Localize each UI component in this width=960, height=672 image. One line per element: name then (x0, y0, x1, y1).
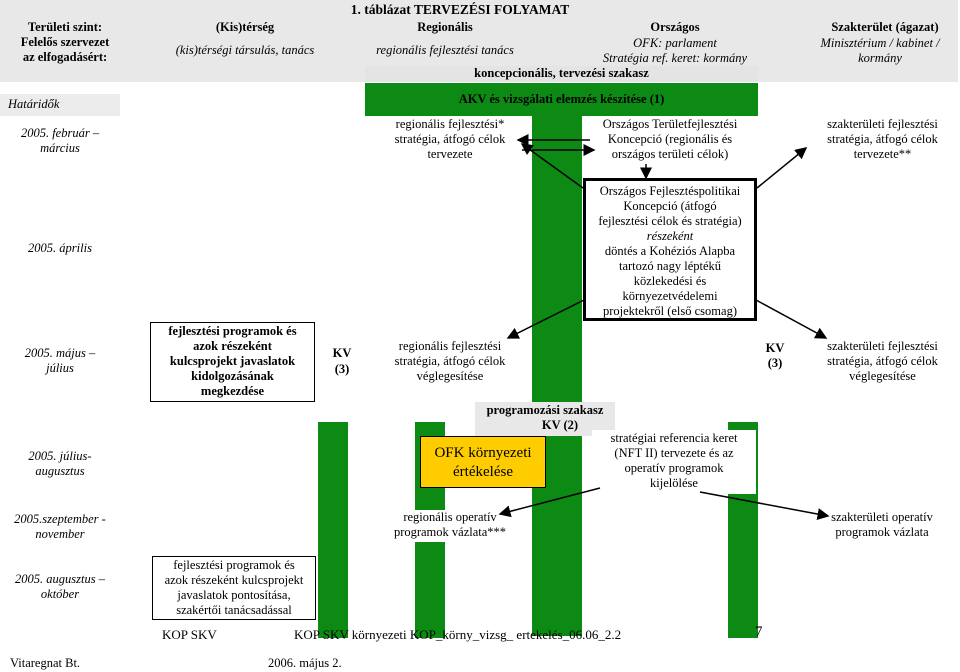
header-col-regional-org: regionális fejlesztési tanács (376, 43, 514, 57)
sector-strategy-final: szakterületi fejlesztési stratégia, átfo… (805, 338, 960, 386)
kv3-kisterseg-num: (3) (334, 362, 350, 376)
sector-strategy-draft: szakterületi fejlesztési stratégia, átfo… (805, 116, 960, 164)
deadline-1a: 2005. február – (20, 126, 100, 140)
header-col-sector: Szakterület (ágazat) (831, 20, 939, 34)
kisterseg-program-start: fejlesztési programok és azok részeként … (150, 322, 315, 402)
strategic-reference-framework: stratégiai referencia keret (NFT II) ter… (592, 430, 756, 494)
regional-op-draft: regionális operatív programok vázlata*** (385, 510, 515, 542)
deadlines-label: Határidők (8, 97, 60, 111)
concept-phase-band (365, 66, 758, 82)
deadline-4b: augusztus (35, 464, 85, 478)
deadlines-label-band (0, 94, 120, 116)
header-col-national-org1: OFK: parlament (633, 36, 717, 50)
deadline-6a: 2005. augusztus – (15, 572, 105, 586)
deadline-3b: július (46, 361, 74, 375)
deadline-5a: 2005.szeptember - (14, 512, 106, 526)
header-level-label: Területi szint: (27, 20, 103, 34)
kv2-label: KV (2) (541, 418, 579, 432)
header-org-label: Felelős szervezet (20, 35, 110, 49)
header-col-sector-org1: Minisztérium / kabinet / (820, 36, 940, 50)
deadline-3a: 2005. május – (24, 346, 96, 360)
programming-phase-label: programozási szakasz (486, 403, 604, 417)
arrow-ofk-to-regional-final (506, 299, 585, 339)
arrow-ofk-to-sector (756, 147, 808, 189)
national-territorial-concept: Országos Területfejlesztési Koncepció (r… (590, 116, 750, 164)
footer-date: 2006. május 2. (268, 656, 342, 670)
header-approval-label: az elfogadásért: (22, 50, 108, 64)
header-col-kisterseg: (Kis)térség (215, 20, 275, 34)
deadline-4a: 2005. július- (28, 449, 92, 463)
footer-filename: KOP SKV környezeti KOP_körny_vizsg_ erte… (294, 627, 622, 642)
green-column-kisterseg (318, 422, 348, 638)
concept-phase-label: koncepcionális, tervezési szakasz (474, 66, 649, 80)
akv-band (365, 83, 758, 116)
regional-strategy-draft: regionális fejlesztési* stratégia, átfog… (380, 116, 520, 164)
arrow-srf-to-sector-op (699, 491, 830, 520)
programming-phase-band (475, 402, 615, 436)
header-col-kisterseg-org: (kis)térségi társulás, tanács (175, 43, 315, 57)
sector-op-draft: szakterületi operatív programok vázlata (812, 510, 952, 542)
kv3-sector-num: (3) (767, 356, 783, 370)
header-col-sector-org2: kormány (858, 51, 902, 65)
deadline-6b: október (40, 587, 80, 601)
header-col-regional: Regionális (417, 20, 473, 34)
deadline-1b: március (40, 141, 80, 155)
deadline-5b: november (35, 527, 85, 541)
kv3-kisterseg: KV (332, 346, 352, 360)
footer-company: Vitaregnat Bt. (10, 656, 81, 670)
arrow-ofk-to-sector-final (755, 299, 828, 339)
deadline-2: 2005. április (28, 241, 92, 255)
arrow-ofk-to-regional (520, 143, 584, 189)
green-column-national (532, 116, 582, 636)
footer-left-label: KOP SKV (162, 627, 217, 642)
ofk-environmental-assessment: OFK környezeti értékelése (420, 436, 546, 488)
national-development-policy-concept: Országos Fejlesztéspolitikai Koncepció (… (583, 178, 757, 321)
akv-label: AKV és vizsgálati elemzés készítése (1) (458, 92, 665, 106)
header-col-national: Országos (650, 20, 700, 34)
footer-page-number: 7 (755, 624, 763, 640)
table-title: 1. táblázat TERVEZÉSI FOLYAMAT (350, 2, 570, 17)
header-col-national-org2: Stratégia ref. keret: kormány (602, 51, 748, 65)
arrow-srf-to-regional-op (498, 487, 601, 518)
regional-strategy-final: regionális fejlesztési stratégia, átfogó… (380, 338, 520, 386)
kisterseg-program-refine: fejlesztési programok és azok részeként … (152, 556, 316, 620)
kv3-sector: KV (765, 341, 785, 355)
